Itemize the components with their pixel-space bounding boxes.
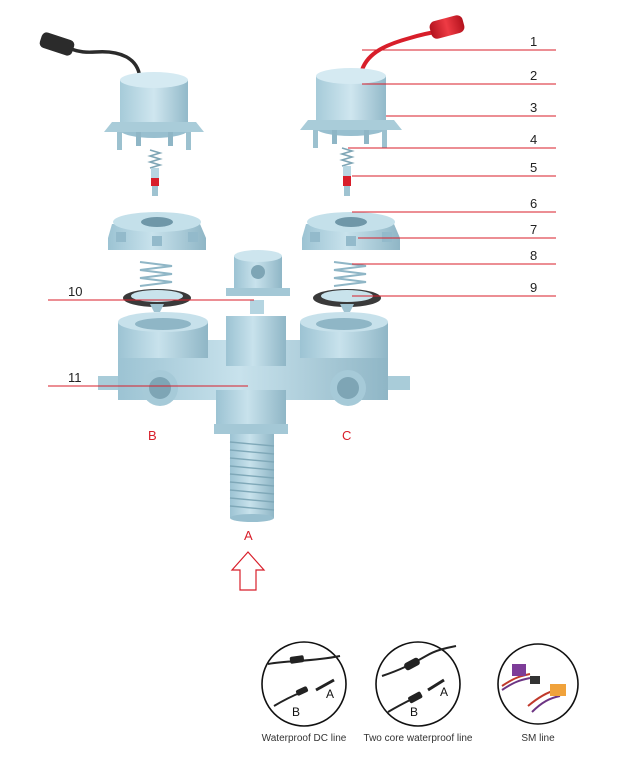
cable-circle-waterproof-dc: A B <box>261 641 347 727</box>
callout-5: 5 <box>530 160 537 175</box>
caption-waterproof-dc: Waterproof DC line <box>261 733 347 744</box>
center-connector <box>226 250 290 314</box>
right-coil-cap <box>316 76 386 128</box>
callout-1: 1 <box>530 34 537 49</box>
port-label-b: B <box>148 428 157 443</box>
left-cable-plug <box>39 32 75 56</box>
callout-11: 11 <box>68 370 82 385</box>
callout-6: 6 <box>530 196 537 211</box>
left-bonnet <box>108 212 206 250</box>
left-bracket <box>104 122 204 132</box>
caption-two-core: Two core waterproof line <box>363 733 473 744</box>
leader-lines <box>48 49 556 387</box>
right-spring <box>333 261 367 287</box>
callout-3: 3 <box>530 100 537 115</box>
right-solenoid-assembly <box>300 15 465 312</box>
right-diaphragm <box>313 289 381 312</box>
right-red-cable <box>360 30 438 72</box>
cable-circle-two-core: A B <box>375 641 461 727</box>
caption-sm-line: SM line <box>521 733 555 744</box>
threaded-inlet <box>229 434 275 522</box>
inlet-arrow-icon <box>230 551 266 591</box>
twocore-letter-b: B <box>410 705 418 719</box>
left-plunger-spring <box>147 149 163 196</box>
right-cable-plug <box>429 15 465 39</box>
callout-4: 4 <box>530 132 537 147</box>
callout-8: 8 <box>530 248 537 263</box>
twocore-letter-a: A <box>440 685 448 699</box>
dc-letter-b: B <box>292 705 300 719</box>
left-coil-cap <box>120 80 188 130</box>
right-bonnet <box>302 212 400 250</box>
dc-letter-a: A <box>326 687 334 701</box>
port-label-a: A <box>244 528 253 543</box>
callout-9: 9 <box>530 280 537 295</box>
left-spring <box>139 261 173 287</box>
cable-circle-sm <box>497 643 579 725</box>
callout-2: 2 <box>530 68 537 83</box>
callout-7: 7 <box>530 222 537 237</box>
main-valve-body <box>98 312 410 434</box>
callout-10: 10 <box>68 284 82 299</box>
left-diaphragm <box>123 289 191 312</box>
left-black-cable <box>64 44 142 80</box>
callout-numbers: 1 2 3 4 5 6 7 8 9 10 11 <box>68 34 537 385</box>
port-label-c: C <box>342 428 351 443</box>
left-solenoid-assembly <box>39 32 206 312</box>
right-plunger-spring <box>339 147 355 196</box>
right-bracket <box>300 120 402 130</box>
